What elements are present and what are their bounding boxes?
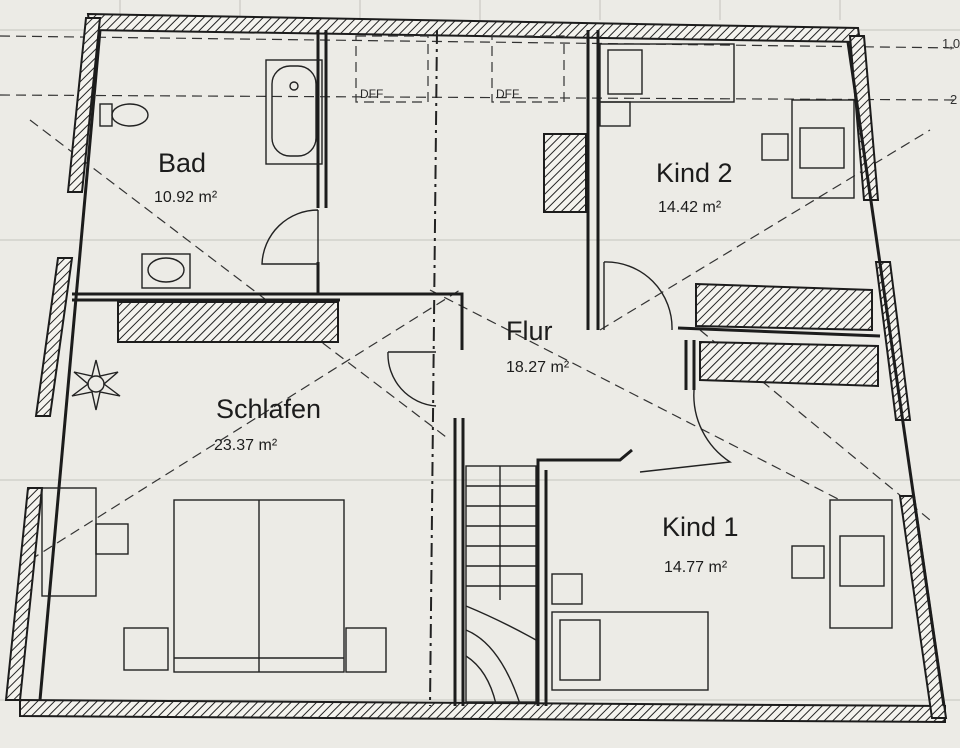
outer-walls [4, 12, 948, 724]
skylights: DFF DFF [355, 35, 565, 103]
plant-icon [71, 359, 121, 411]
roof-lines: 1,0 2 [0, 35, 960, 561]
room-labels: Bad 10.92 m² Kind 2 14.42 m² Flur 18.27 … [154, 148, 739, 576]
room-area: 18.27 m² [506, 359, 570, 376]
room-area: 14.77 m² [664, 559, 728, 576]
bed-kind2-icon [599, 43, 735, 127]
room-name: Flur [506, 316, 553, 346]
skylight-label: DFF [360, 87, 383, 101]
bathtub-icon [265, 59, 323, 165]
room-area: 14.42 m² [658, 199, 722, 216]
room-name: Bad [158, 148, 206, 178]
stairs-icon [465, 465, 537, 705]
axis-line [429, 29, 438, 707]
bed-kind1-icon [551, 573, 709, 691]
edge-label-2: 2 [950, 92, 957, 107]
sink-icon [141, 253, 191, 289]
door-kind2 [603, 261, 673, 331]
knee-walls [117, 133, 879, 388]
door-schlafen [387, 351, 437, 407]
room-area: 10.92 m² [154, 189, 218, 206]
interior-walls [72, 30, 881, 706]
doors [261, 209, 733, 473]
door-bad [261, 209, 319, 265]
door-kind1 [639, 389, 733, 473]
desk-icon [41, 487, 129, 597]
desk-kind1-icon [791, 499, 893, 629]
toilet-icon [99, 103, 149, 127]
room-name: Kind 2 [656, 158, 733, 188]
edge-label-1: 1,0 [942, 36, 960, 51]
room-name: Kind 1 [662, 512, 739, 542]
fixtures [41, 43, 893, 705]
double-bed-icon [123, 499, 387, 673]
skylight-label: DFF [496, 87, 519, 101]
desk-kind2-icon [761, 99, 855, 199]
room-area: 23.37 m² [214, 437, 278, 454]
room-name: Schlafen [216, 394, 321, 424]
